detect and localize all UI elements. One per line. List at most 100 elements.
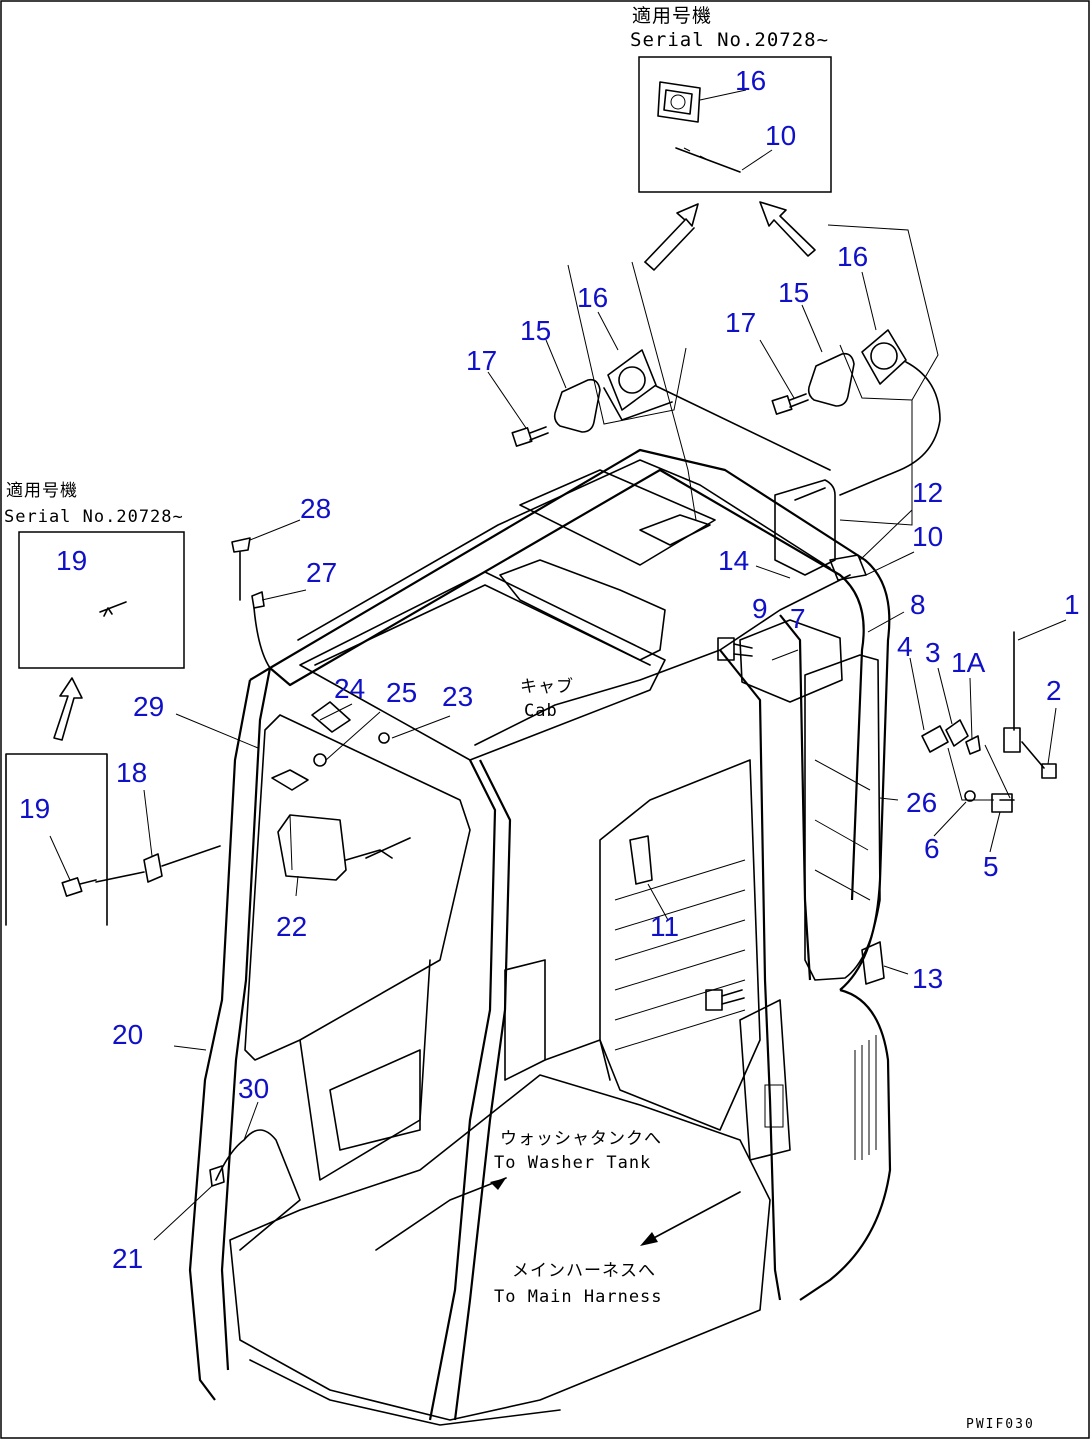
wiper-leader-lines [947,744,1011,801]
part-24-bracket [271,701,351,791]
callout-1: 1 [1064,589,1080,620]
cab-en: Cab [524,701,558,721]
callout-25: 25 [386,677,417,708]
harness-en: To Main Harness [494,1287,663,1307]
top-inset-wire [675,147,741,173]
part-1-wiper [1003,631,1021,753]
top-serial-text: Serial No.20728~ [630,29,829,51]
callout-16-inset: 16 [735,65,766,96]
callout-10-inset: 10 [765,120,796,151]
cab-jp: キャブ [520,676,574,697]
part-23-connector [345,732,411,861]
top-arrow-left-b [644,227,695,271]
cab-body [188,448,892,1426]
callout-numbers: 16 10 16 15 16 15 17 17 12 10 14 8 1 9 7… [19,65,1080,1274]
callout-12: 12 [912,477,943,508]
top-applies-jp: 適用号機 [632,5,712,27]
top-arrow-left [644,203,699,263]
left-applies-jp: 適用号機 [6,481,78,501]
callout-22: 22 [276,911,307,942]
callout-17-left: 17 [466,345,497,376]
callout-18: 18 [116,757,147,788]
left-lamp-bracket-lines [567,261,697,521]
callout-13: 13 [912,963,943,994]
callout-19: 19 [19,793,50,824]
part-4 [921,725,949,753]
callout-14: 14 [718,545,749,576]
part-27-wire [253,607,271,669]
harness-jp: メインハーネスへ [512,1261,656,1281]
part-11-bolt [629,835,745,1011]
callout-7: 7 [790,603,806,634]
top-serial-note: 適用号機 Serial No.20728~ [630,5,829,51]
left-inset-box [18,531,185,669]
part-3 [945,719,969,747]
callout-3: 3 [925,637,941,668]
harness-label: メインハーネスへ To Main Harness [494,1261,663,1307]
harness-arrow-line [649,1191,741,1241]
cab-label: キャブ Cab [520,676,574,721]
callout-1a: 1A [951,647,986,678]
lamp-wire [655,361,941,496]
right-lamp-bracket-lines [827,224,939,526]
part-15-right [807,352,855,407]
callout-17-right: 17 [725,307,756,338]
callout-16-left: 16 [577,282,608,313]
callout-10: 10 [912,521,943,552]
part-25-washer [313,753,327,767]
callout-30: 30 [238,1073,269,1104]
part-1a [965,735,981,755]
callout-4: 4 [897,631,913,662]
part-27 [251,591,265,609]
callout-27: 27 [306,557,337,588]
part-9-bolt [717,637,753,661]
part-7-cover [739,619,843,703]
callout-9: 9 [752,593,768,624]
washer-arrow-line [375,1177,507,1251]
washer-arrowhead [490,1178,506,1190]
callout-6: 6 [924,833,940,864]
part-19-bolt [61,877,97,897]
part-2-bolt [1021,741,1057,779]
washer-jp: ウォッシャタンクへ [500,1129,662,1149]
part-13 [861,941,885,985]
callout-5: 5 [983,851,999,882]
callout-15-left: 15 [520,315,551,346]
callout-20: 20 [112,1019,143,1050]
part-18 [143,853,163,883]
callout-21: 21 [112,1243,143,1274]
part-15-left [553,378,601,433]
left-serial-text: Serial No.20728~ [4,507,184,527]
part-6-washer [964,790,976,802]
callout-23: 23 [442,681,473,712]
callout-16-right: 16 [837,241,868,272]
leader-lines [49,89,1067,1241]
callout-8: 8 [910,589,926,620]
part-28 [231,537,251,601]
callout-2: 2 [1046,675,1062,706]
part-21 [209,1165,225,1187]
callout-24: 24 [334,673,365,704]
left-up-arrow [53,677,83,741]
drawing-code: PWIF030 [966,1417,1035,1432]
washer-label: ウォッシャタンクへ To Washer Tank [494,1129,662,1173]
callout-29: 29 [133,691,164,722]
left-bracket [5,753,108,926]
harness-arrowhead [640,1232,658,1246]
top-inset-lamp-cover [657,81,701,123]
part-22-light [277,814,347,881]
callout-19-inset: 19 [56,545,87,576]
callout-28: 28 [300,493,331,524]
callout-15-right: 15 [778,277,809,308]
left-serial-note: 適用号機 Serial No.20728~ [4,481,184,527]
part-30-wire [215,1129,301,1251]
washer-en: To Washer Tank [494,1153,651,1173]
callout-26: 26 [906,787,937,818]
callout-11: 11 [650,911,679,942]
left-inset-bolt [99,601,127,617]
part-16-left [603,349,673,421]
part-16-right [861,329,907,385]
part-18-wire [95,845,221,883]
